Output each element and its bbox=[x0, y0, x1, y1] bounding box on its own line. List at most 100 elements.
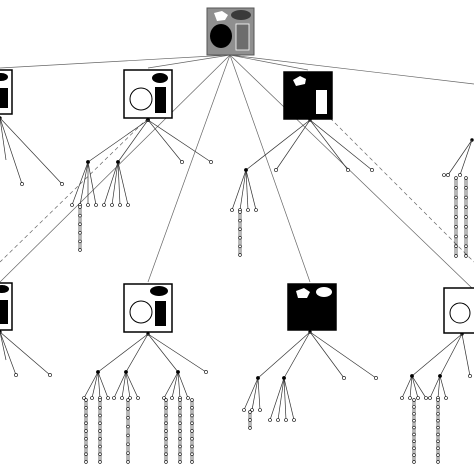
tree-node bbox=[454, 225, 458, 229]
tree-node bbox=[256, 376, 260, 380]
tree-node bbox=[84, 398, 88, 402]
subtree-edge bbox=[409, 375, 413, 399]
tree-node bbox=[209, 160, 213, 164]
cross-edge bbox=[329, 117, 474, 263]
tree-node bbox=[178, 452, 182, 456]
subtree-edge bbox=[0, 331, 17, 376]
tree-node bbox=[190, 460, 194, 464]
tree-node bbox=[180, 160, 184, 164]
thumbnail-bottom-left bbox=[0, 282, 13, 331]
subtree-edge bbox=[239, 169, 247, 211]
subtree-edge bbox=[309, 119, 373, 171]
subtree-edge bbox=[231, 169, 247, 211]
tree-node bbox=[84, 406, 88, 410]
subtree-edge bbox=[87, 119, 149, 163]
tree-node bbox=[454, 205, 458, 209]
tree-node bbox=[454, 215, 458, 219]
subtree-edge bbox=[411, 333, 463, 377]
tree-node bbox=[436, 460, 440, 464]
root-edges bbox=[0, 54, 474, 291]
tree-node bbox=[190, 406, 194, 410]
tree-node bbox=[454, 234, 458, 239]
subtree-edge bbox=[87, 161, 97, 206]
subtree-edge bbox=[245, 169, 257, 211]
tree-node bbox=[436, 418, 440, 423]
subtree-edge bbox=[97, 333, 149, 373]
tree-node bbox=[190, 437, 194, 441]
tree-node bbox=[248, 410, 252, 414]
root-edge bbox=[229, 54, 309, 71]
tree-node bbox=[102, 203, 106, 207]
tree-node bbox=[126, 433, 130, 438]
tree-node bbox=[276, 418, 280, 422]
tree-node bbox=[126, 442, 130, 446]
subtree-edge bbox=[461, 333, 471, 377]
subtree-edge bbox=[447, 139, 473, 176]
thumbnail-top-center bbox=[123, 69, 173, 119]
tree-node bbox=[424, 396, 428, 400]
tree-node bbox=[436, 398, 440, 402]
tree-node bbox=[162, 396, 166, 400]
tree-node bbox=[78, 239, 82, 244]
tree-node bbox=[78, 213, 82, 218]
tree-node bbox=[86, 203, 90, 207]
tree-node bbox=[246, 208, 250, 212]
cross-edge bbox=[0, 117, 149, 263]
tree-node bbox=[464, 205, 468, 209]
tree-node bbox=[178, 413, 182, 418]
subtree-edge bbox=[0, 117, 23, 185]
tree-node bbox=[190, 413, 194, 418]
tree-node bbox=[292, 418, 296, 422]
subtree-edge bbox=[147, 333, 179, 373]
tree-node bbox=[238, 244, 242, 249]
subtree-edge bbox=[439, 333, 463, 377]
tree-node bbox=[464, 195, 468, 200]
tree-node bbox=[78, 222, 82, 226]
tree-node bbox=[14, 373, 18, 377]
thumbnail-bottom-center-right bbox=[287, 283, 337, 331]
tree-node bbox=[464, 244, 468, 248]
subtree-edge bbox=[309, 331, 377, 379]
tree-node bbox=[412, 418, 416, 423]
tree-node bbox=[98, 406, 102, 410]
subtree-edge bbox=[117, 161, 121, 206]
tree-node bbox=[204, 370, 208, 374]
root-node bbox=[206, 7, 255, 56]
subtree-edge bbox=[171, 371, 179, 399]
tree-node bbox=[178, 406, 182, 410]
tree-node bbox=[84, 437, 88, 441]
tree-node bbox=[254, 208, 258, 212]
tree-node bbox=[436, 412, 440, 416]
subtree-edge bbox=[0, 331, 51, 376]
subtree-edge bbox=[251, 377, 259, 411]
tree-node bbox=[98, 398, 102, 402]
tree-node bbox=[436, 432, 440, 437]
tree-node bbox=[84, 444, 88, 449]
tree-node bbox=[106, 396, 110, 400]
tree-node bbox=[126, 398, 130, 402]
subtrees bbox=[0, 116, 474, 464]
tree-node bbox=[98, 413, 102, 418]
subtree-edge bbox=[283, 377, 295, 421]
root-edge bbox=[229, 54, 474, 291]
subtree-edge bbox=[163, 371, 179, 399]
tree-node bbox=[170, 396, 174, 400]
tree-node bbox=[370, 168, 374, 172]
tree-node bbox=[94, 203, 98, 207]
tree-node bbox=[412, 446, 416, 450]
subtree-edge bbox=[243, 377, 259, 411]
tree-node bbox=[164, 444, 168, 449]
subtree-edge bbox=[103, 161, 119, 206]
subtree-edge bbox=[177, 371, 189, 399]
tree-node bbox=[454, 186, 458, 190]
tree-node bbox=[284, 418, 288, 422]
tree-node bbox=[98, 421, 102, 425]
tree-node bbox=[346, 168, 350, 172]
tree-node bbox=[342, 376, 346, 380]
tree-node bbox=[118, 203, 122, 207]
tree-node bbox=[98, 437, 102, 441]
subtree-edge bbox=[269, 377, 285, 421]
subtree-edge bbox=[257, 377, 261, 411]
root-edge bbox=[147, 54, 231, 69]
